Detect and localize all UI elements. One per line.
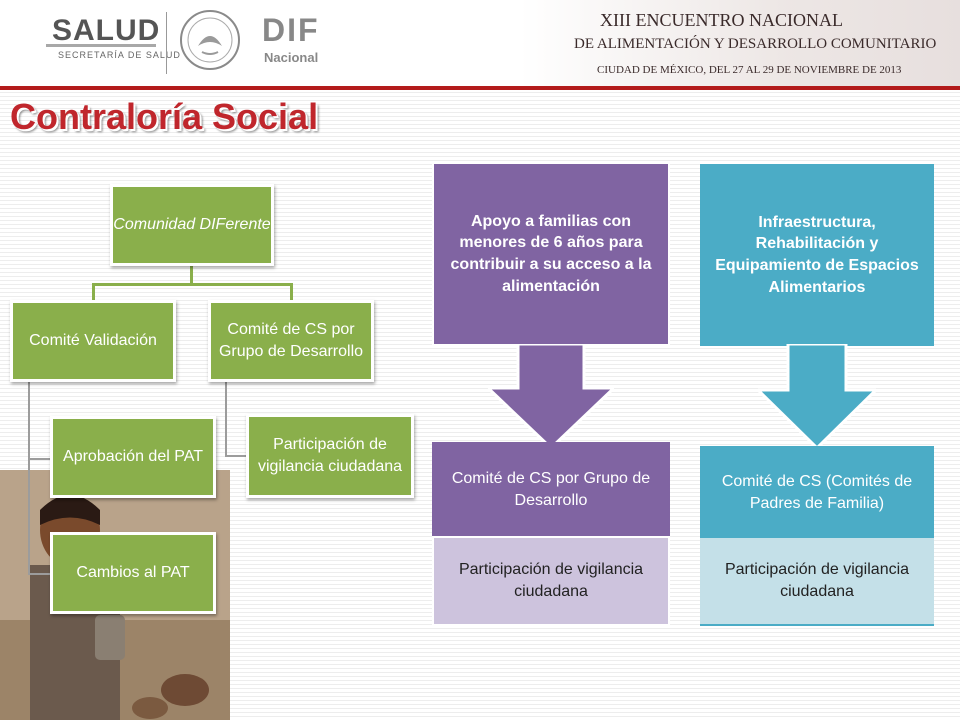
salud-logo-text: SALUD	[52, 14, 161, 47]
connector-right-vertical	[225, 382, 227, 456]
connector-left-down	[92, 283, 95, 303]
teal-middle-box: Comité de CS (Comités de Padres de Famil…	[700, 446, 934, 540]
connector-right-down	[290, 283, 293, 303]
teal-down-arrow-icon	[758, 344, 876, 448]
purple-top-box: Apoyo a familias con menores de 6 años p…	[432, 162, 670, 346]
connector-root-down	[190, 265, 193, 285]
purple-middle-box: Comité de CS por Grupo de Desarrollo	[432, 442, 670, 538]
dif-logo-subtitle: Nacional	[264, 50, 319, 65]
event-title-line3: CIUDAD DE MÉXICO, DEL 27 AL 29 DE NOVIEM…	[597, 64, 902, 76]
teal-bottom-label: Participación de vigilancia ciudadana	[724, 561, 910, 600]
header-gradient-band	[520, 0, 960, 88]
teal-middle-label: Comité de CS (Comités de Padres de Famil…	[721, 473, 913, 512]
purple-bottom-label: Participación de vigilancia ciudadana	[458, 561, 644, 600]
purple-middle-label: Comité de CS por Grupo de Desarrollo	[451, 470, 651, 509]
connector-horizontal	[92, 283, 292, 286]
connector-left-vertical	[28, 382, 30, 574]
org-left-child-1-label: Aprobación del PAT	[63, 448, 203, 466]
org-right-branch-label: Comité de CS por Grupo de Desarrollo	[218, 321, 364, 360]
header-banner: SALUD SECRETARÍA DE SALUD DIF Nacional X…	[0, 0, 960, 88]
connector-right-child1	[225, 455, 249, 457]
connector-left-child2	[28, 573, 52, 575]
org-root-box: Comunidad DIFerente	[110, 184, 274, 266]
org-right-child-1-box: Participación de vigilancia ciudadana	[246, 414, 414, 498]
salud-logo-line	[46, 44, 156, 47]
dif-logo-text: DIF	[262, 12, 320, 48]
event-title-line1: XIII ENCUENTRO NACIONAL	[600, 10, 843, 30]
header-red-bar	[0, 86, 960, 90]
org-left-child-1-box: Aprobación del PAT	[50, 416, 216, 498]
org-root-label: Comunidad DIFerente	[113, 216, 271, 234]
teal-top-box: Infraestructura, Rehabilitación y Equipa…	[700, 164, 934, 346]
header-separator	[166, 12, 167, 74]
org-right-child-1-label: Participación de vigilancia ciudadana	[257, 436, 403, 475]
event-title-line2: DE ALIMENTACIÓN Y DESARROLLO COMUNITARIO	[574, 36, 937, 52]
purple-bottom-box: Participación de vigilancia ciudadana	[432, 536, 670, 626]
org-left-child-2-label: Cambios al PAT	[76, 564, 190, 582]
purple-top-label: Apoyo a familias con menores de 6 años p…	[450, 212, 652, 295]
org-left-branch-box: Comité Validación	[10, 300, 176, 382]
mexico-seal-icon	[180, 10, 240, 70]
org-left-child-2-box: Cambios al PAT	[50, 532, 216, 614]
teal-bottom-box: Participación de vigilancia ciudadana	[700, 538, 934, 626]
connector-left-child1	[28, 458, 52, 460]
org-left-branch-label: Comité Validación	[29, 332, 157, 350]
purple-down-arrow-icon	[488, 344, 614, 448]
salud-logo-subtitle: SECRETARÍA DE SALUD	[58, 50, 181, 60]
slide-title: Contraloría Social	[10, 96, 319, 137]
teal-top-label: Infraestructura, Rehabilitación y Equipa…	[715, 213, 919, 296]
org-right-branch-box: Comité de CS por Grupo de Desarrollo	[208, 300, 374, 382]
